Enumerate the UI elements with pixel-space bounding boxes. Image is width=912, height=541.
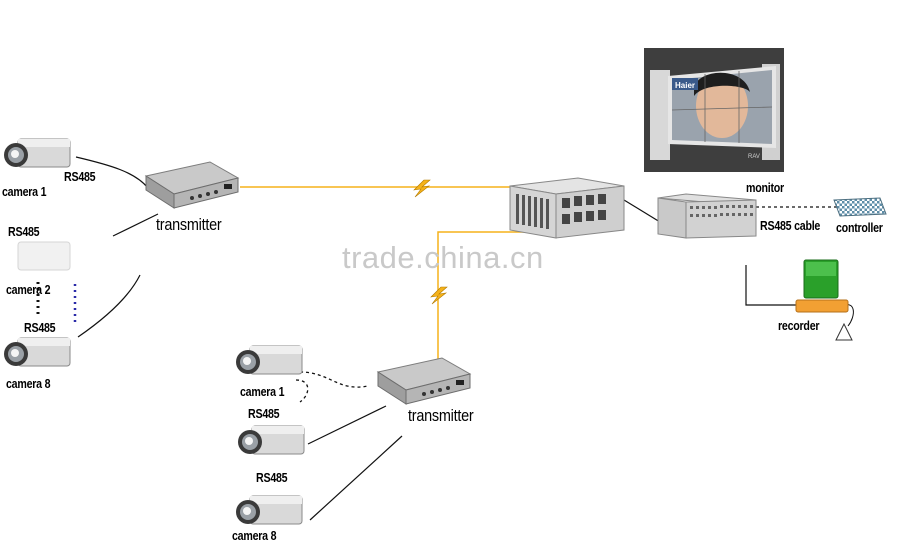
lightning-icon <box>430 286 448 305</box>
rs485-label: RS485 <box>256 470 288 485</box>
wire-recorder <box>745 265 796 306</box>
camera-2-label: camera 2 <box>6 282 51 297</box>
wire-camera1-transmitter <box>75 156 149 189</box>
camera-1-label: camera 1 <box>240 384 285 399</box>
wire-rs485-transmitter <box>112 213 159 237</box>
lightning-icon <box>413 179 431 198</box>
wire-bottom-camera1-transmitter <box>299 371 369 388</box>
camera-1-label: camera 1 <box>2 184 47 199</box>
controller-label: controller <box>836 220 883 235</box>
monitor-label: monitor <box>746 180 784 195</box>
transmitter-label: transmitter <box>408 406 474 425</box>
wire-camera8-transmitter <box>77 274 141 338</box>
recorder-label: recorder <box>778 318 820 333</box>
keyboard-controller-icon <box>833 197 887 217</box>
wire-bottom-camera-mid <box>307 405 387 445</box>
screen-corner-text: RAV RAIL <box>748 154 776 160</box>
monitor-video-wall-icon: Haier RAV RAIL <box>644 48 784 172</box>
rs485-cable-label: RS485 cable <box>760 218 821 233</box>
matrix-switch-icon <box>657 193 757 239</box>
camera-icon <box>238 425 305 455</box>
camera-8-label: camera 8 <box>232 528 277 541</box>
camera-icon <box>236 345 303 375</box>
transmitter-label: transmitter <box>156 215 222 234</box>
camera-icon <box>4 138 71 168</box>
fiber-bottom <box>437 231 530 365</box>
watermark-text: trade.china.cn <box>342 240 544 275</box>
optical-receiver-rack-icon <box>509 177 625 239</box>
camera-8-label: camera 8 <box>6 376 51 391</box>
camera-icon <box>17 241 71 271</box>
rs485-label: RS485 <box>248 406 280 421</box>
camera-icon <box>4 337 71 367</box>
wire-matrix-switch <box>623 199 661 223</box>
rs485-label: RS485 <box>8 224 40 239</box>
camera-icon <box>236 495 303 525</box>
wire-bottom-camera8 <box>309 435 403 521</box>
rs485-label: RS485 <box>64 169 96 184</box>
recorder-icon <box>795 259 853 341</box>
transmitter-icon <box>144 161 240 209</box>
rs485-label: RS485 <box>24 320 56 335</box>
screen-brand-text: Haier <box>675 81 695 90</box>
transmitter-icon <box>376 357 472 405</box>
